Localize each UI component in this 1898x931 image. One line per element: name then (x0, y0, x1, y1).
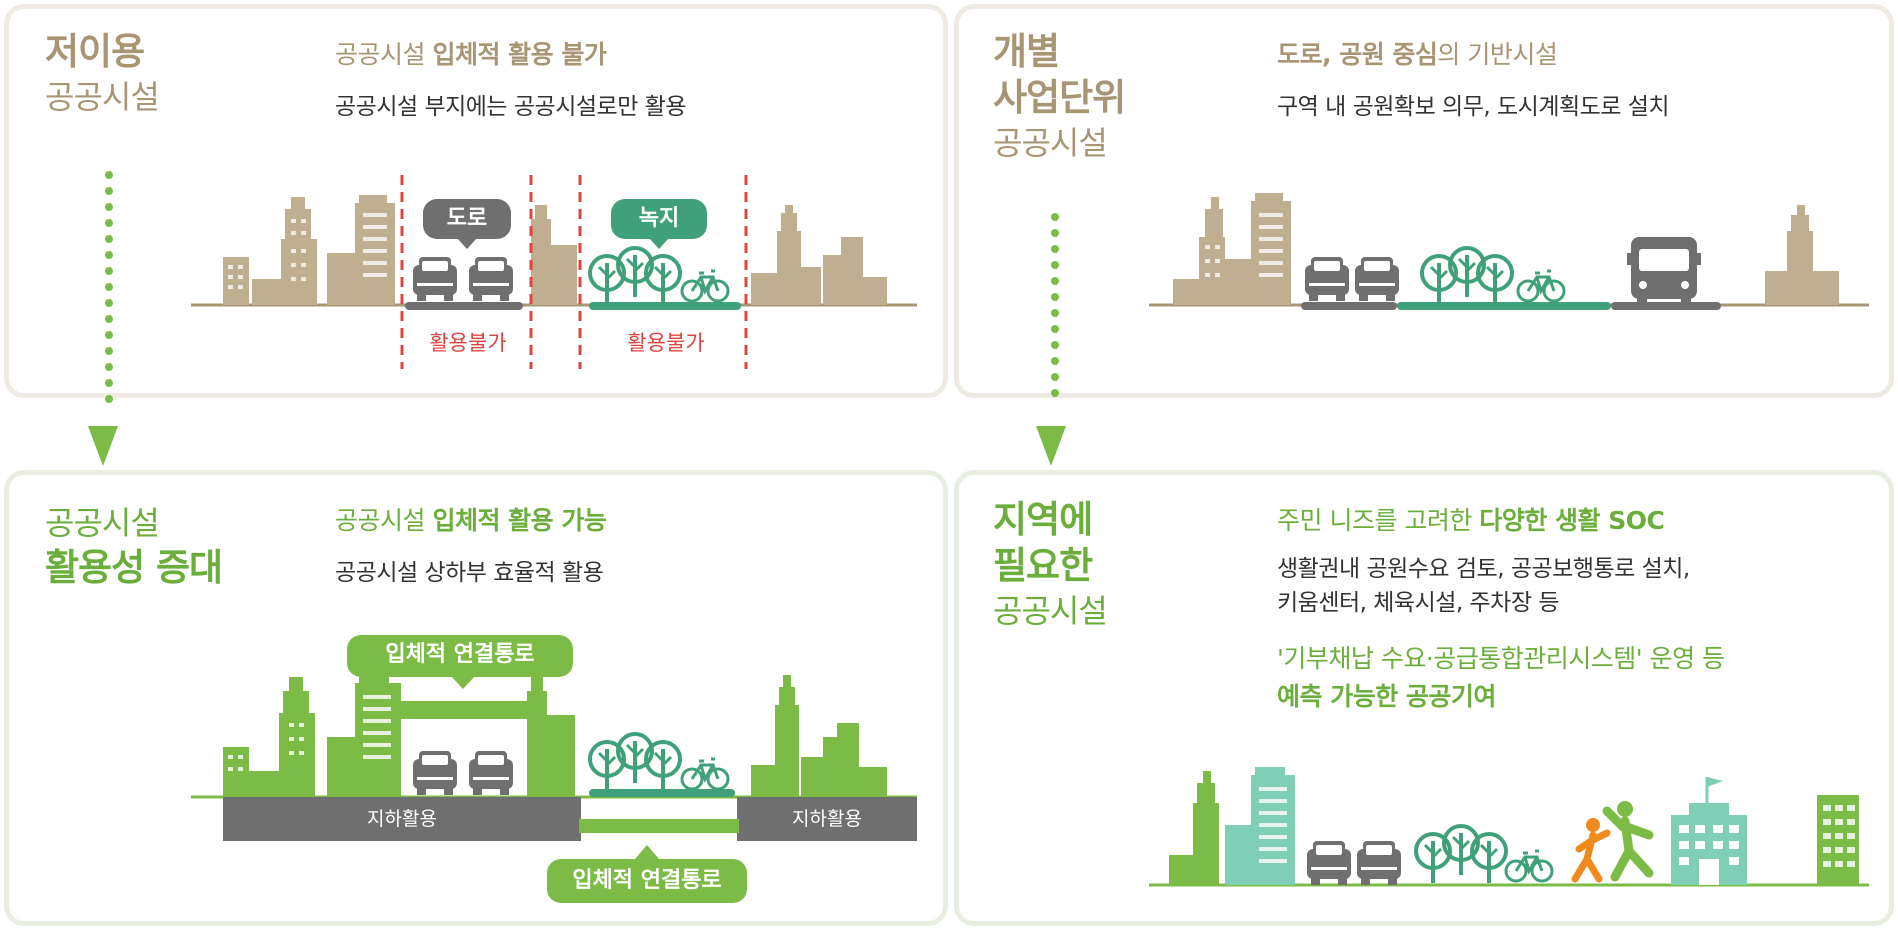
left-arrowhead-icon (88, 426, 118, 466)
panel3-green-strip (589, 789, 735, 797)
panel4-title-sub: 공공시설 (993, 592, 1108, 630)
panel2-bus-road-strip (1611, 302, 1721, 310)
panel3-underground-left (223, 797, 581, 841)
panel-increased-utilization: 공공시설 활용성 증대 공공시설 입체적 활용 가능 공공시설 상하부 효율적 … (4, 470, 948, 926)
panel4-heading-bold: 다양한 생활 SOC (1479, 506, 1665, 535)
panel1-body: 공공시설 부지에는 공공시설로만 활용 (335, 94, 687, 120)
panel3-title-sub: 공공시설 (45, 504, 160, 542)
panel3-tree-icon-3 (644, 740, 682, 793)
panel1-road-bubble (423, 199, 511, 249)
panel4-left-green-buildings (1169, 771, 1219, 885)
panel1-unusable-label-green: 활용불가 (627, 331, 705, 355)
panel3-body: 공공시설 상하부 효율적 활용 (335, 560, 604, 586)
panel4-running-person-icon (1571, 818, 1611, 883)
panel3-underground-right (737, 797, 917, 841)
panel4-title-line2: 필요한 (993, 544, 1093, 587)
panel1-title-main: 저이용 (45, 30, 145, 73)
panel3-left-buildings (223, 675, 575, 797)
panel-individual-project-facilities: 개별 사업단위 공공시설 도로, 공원 중심의 기반시설 구역 내 공원확보 의… (954, 4, 1894, 403)
panel3-car-icon-1 (413, 751, 457, 795)
panel1-red-dashed-dividers (400, 175, 748, 369)
panel3-lower-bridge (579, 819, 739, 833)
panel4-title-line1: 지역에 (993, 498, 1093, 541)
panel2-bus-icon (1627, 237, 1701, 303)
panel1-left-buildings (223, 195, 395, 305)
panel3-upper-bridge (401, 701, 527, 719)
panel2-green-strip (1397, 302, 1611, 310)
panel3-bottom-bridge-pill (547, 845, 747, 903)
panel1-middle-building (531, 205, 577, 305)
panel1-unusable-label-road: 활용불가 (429, 331, 507, 355)
panel-locally-needed-facilities: 지역에 필요한 공공시설 주민 니즈를 고려한 다양한 생활 SOC 생활권내 … (954, 470, 1894, 926)
panel2-heading: 도로, 공원 중심의 기반시설 (1277, 39, 1558, 71)
panel1-illustration (105, 171, 917, 403)
panel3-title-main: 활용성 증대 (45, 546, 223, 589)
panel3-bicycle-icon (680, 757, 730, 791)
panel4-bicycle-icon (1504, 849, 1554, 883)
panel4-right-green-building (1817, 795, 1859, 885)
panel4-tree-icon-3 (1470, 832, 1508, 885)
panel4-mint-buildings (1225, 767, 1295, 885)
panel2-right-buildings (1765, 205, 1839, 305)
panel1-green-bubble-label: 녹지 (638, 206, 680, 231)
panel4-heading-prefix: 주민 니즈를 고려한 (1277, 506, 1480, 535)
panel1-green-strip (589, 302, 741, 310)
panel4-illustration (1149, 767, 1869, 887)
right-arrowhead-icon (1036, 426, 1066, 466)
panel4-community-center-icon (1671, 777, 1747, 885)
panel4-jumping-person-icon (1602, 801, 1654, 882)
panel2-title-sub: 공공시설 (993, 124, 1108, 162)
panel4-system-line: '기부채납 수요·공급통합관리시스템' 운영 등 (1277, 644, 1725, 673)
panel1-heading-bold: 입체적 활용 불가 (432, 40, 607, 69)
panel4-heading: 주민 니즈를 고려한 다양한 생활 SOC (1277, 505, 1665, 537)
panel3-bottom-bridge-label: 입체적 연결통로 (572, 868, 722, 893)
panel1-road-strip (405, 302, 523, 310)
panel4-car-icon-2 (1357, 841, 1401, 885)
panel3-heading: 공공시설 입체적 활용 가능 (335, 505, 607, 537)
panel3-heading-bold: 입체적 활용 가능 (432, 506, 607, 535)
panel2-illustration (1051, 193, 1869, 403)
panel2-body: 구역 내 공원확보 의무, 도시계획도로 설치 (1277, 94, 1670, 120)
panel2-title-line2: 사업단위 (993, 76, 1126, 119)
panel-underused-facilities: 저이용 공공시설 공공시설 입체적 활용 불가 공공시설 부지에는 공공시설로만… (4, 4, 948, 403)
panel1-heading: 공공시설 입체적 활용 불가 (335, 39, 607, 71)
panel3-illustration (191, 635, 917, 903)
panel3-right-buildings (751, 675, 887, 797)
panel4-car-icon-1 (1307, 841, 1351, 885)
panel2-heading-rest: 의 기반시설 (1437, 40, 1558, 69)
panel1-road-bubble-label: 도로 (446, 206, 488, 231)
panel3-car-icon-2 (469, 751, 513, 795)
panel1-right-buildings (751, 205, 887, 305)
panel3-top-bridge-label: 입체적 연결통로 (385, 642, 535, 667)
panel2-road-strip (1301, 302, 1397, 310)
panel4-body-line2: 키움센터, 체육시설, 주차장 등 (1277, 590, 1559, 616)
panel3-underground-left-label: 지하활용 (367, 808, 437, 830)
panel1-green-bubble (611, 199, 707, 249)
panel4-body-line1: 생활권내 공원수요 검토, 공공보행통로 설치, (1277, 556, 1690, 582)
panel1-title-sub: 공공시설 (45, 78, 160, 116)
panel2-title-line1: 개별 (993, 30, 1060, 73)
panel3-underground-right-label: 지하활용 (792, 808, 862, 830)
panel3-heading-prefix: 공공시설 (335, 506, 433, 535)
panel1-heading-prefix: 공공시설 (335, 40, 433, 69)
panel2-heading-bold: 도로, 공원 중심 (1277, 40, 1438, 69)
panel4-contribution-line: 예측 가능한 공공기여 (1277, 682, 1496, 711)
panel3-top-bridge-pill (347, 635, 573, 689)
